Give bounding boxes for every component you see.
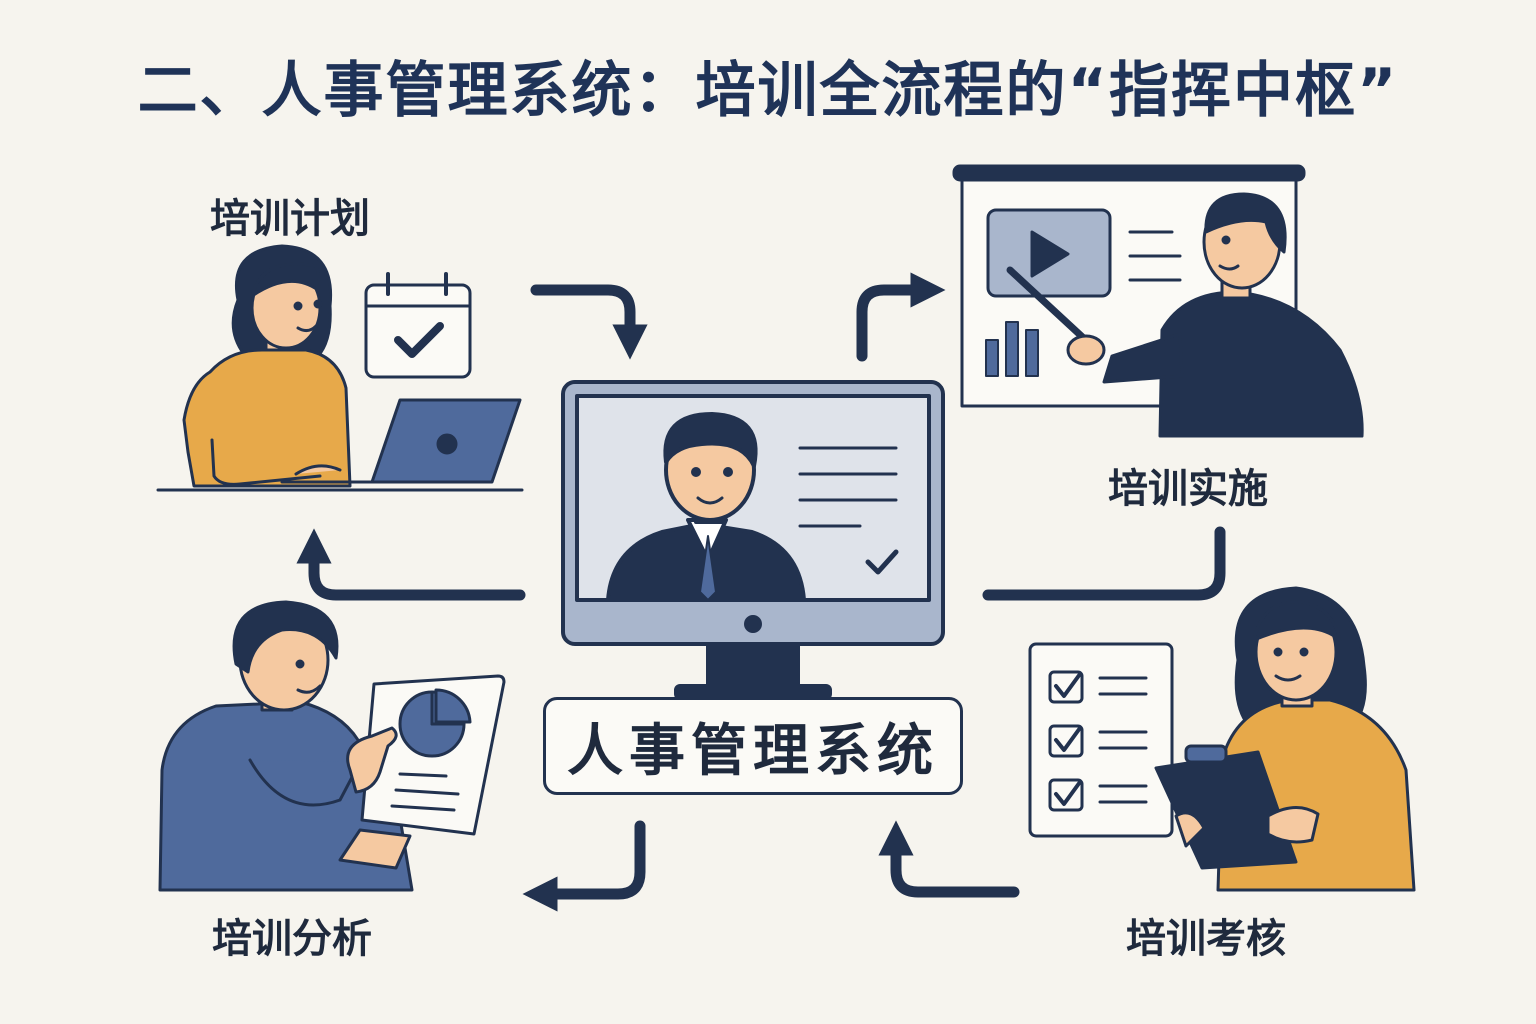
- arrow-system-to-plan: [296, 528, 526, 601]
- play-icon: [1030, 230, 1070, 278]
- arrow-system-to-analyze: [522, 820, 646, 912]
- presenter-illustration: [952, 164, 1364, 438]
- flow-arrows: [296, 272, 1226, 912]
- bar-chart-icon: [985, 321, 1039, 377]
- stage-label-plan: 培训计划: [210, 196, 370, 242]
- calendar-check-icon: [364, 272, 472, 379]
- arrow-plan-to-system: [530, 284, 648, 360]
- page-title: 二、人事管理系统：培训全流程的“指挥中枢”: [137, 56, 1399, 126]
- arrow-system-to-implement: [856, 272, 946, 362]
- hr-system-label: 人事管理系统: [543, 697, 963, 795]
- analyst-illustration: [158, 600, 506, 892]
- checklist-icon: [1028, 642, 1174, 838]
- planner-illustration: [156, 244, 524, 492]
- arrow-assess-to-system: [878, 820, 1020, 898]
- pie-chart-icon: [398, 688, 472, 758]
- stage-label-assess: 培训考核: [1126, 916, 1286, 962]
- assessor-illustration: [1028, 586, 1416, 892]
- stage-label-implement: 培训实施: [1108, 466, 1268, 512]
- stage-label-analyze: 培训分析: [212, 916, 372, 962]
- monitor-icon: [561, 380, 945, 700]
- report-document: [360, 674, 506, 836]
- arrow-implement-to-system: [982, 526, 1226, 601]
